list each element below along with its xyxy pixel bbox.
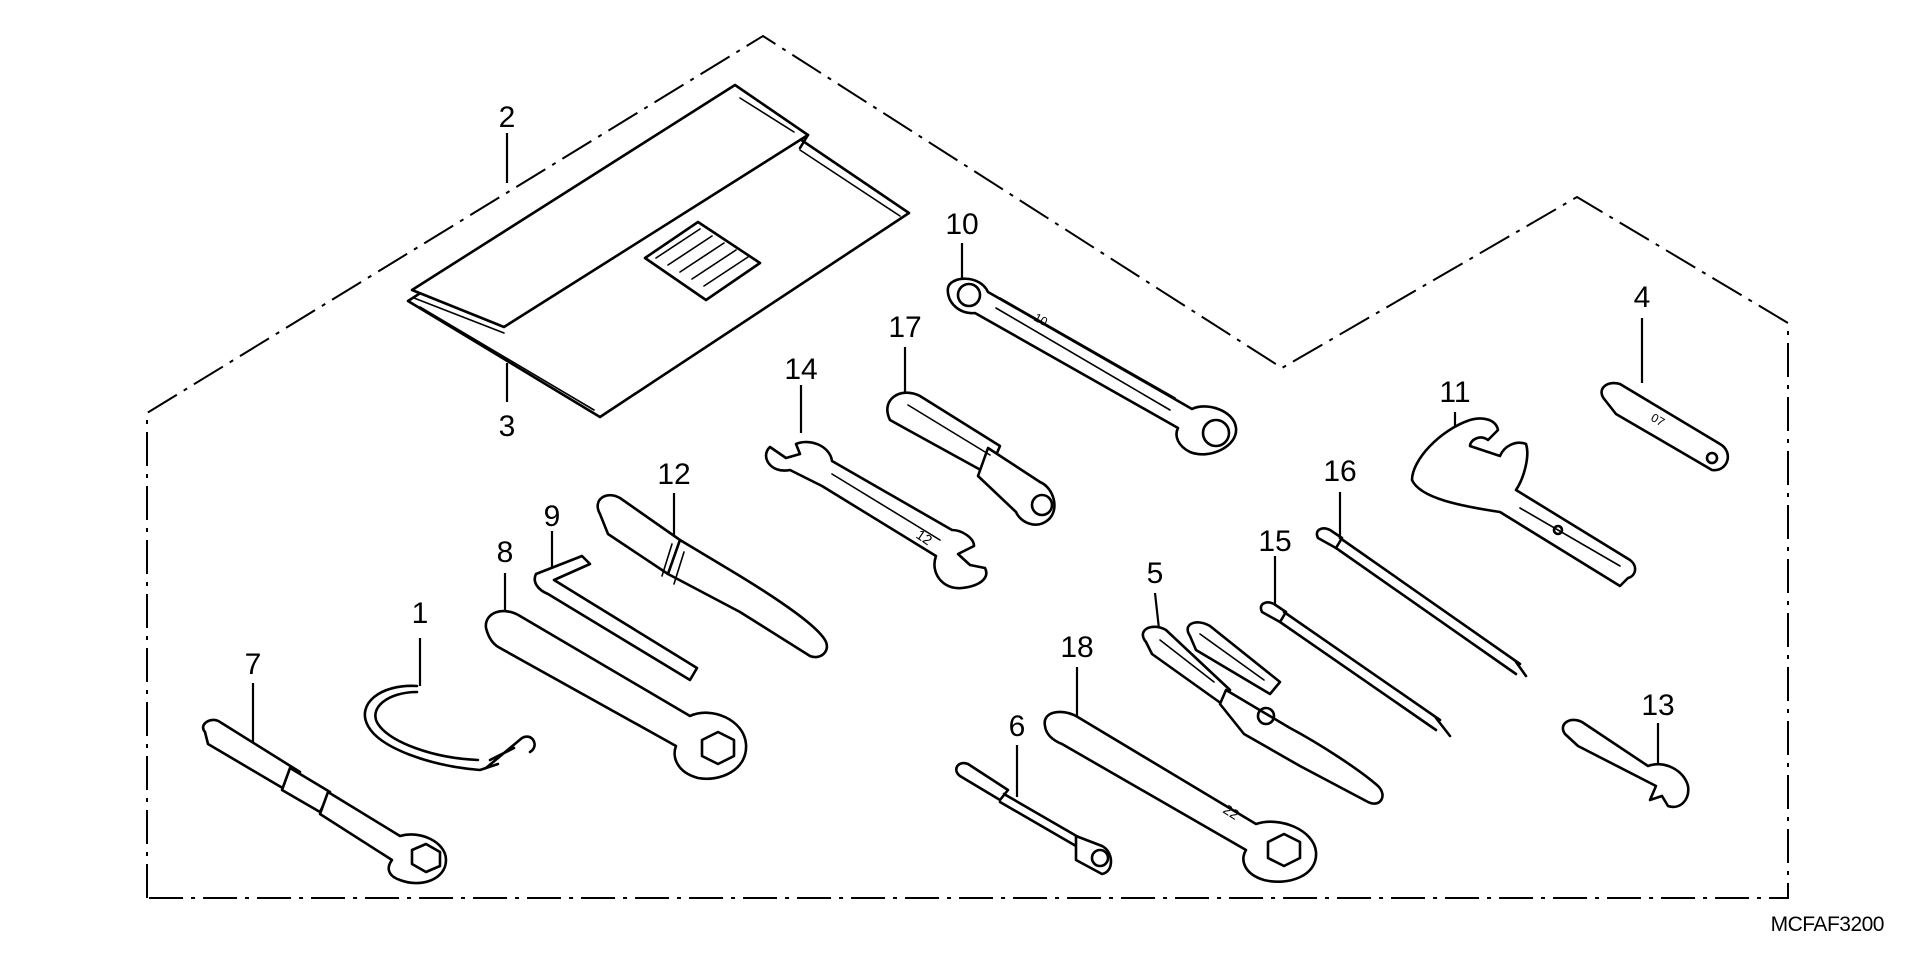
callout-14: 14	[784, 353, 818, 386]
cable-1	[363, 684, 536, 772]
callout-18: 18	[1060, 631, 1094, 664]
callout-7: 7	[244, 648, 262, 681]
spanner-4-mark: 07	[1649, 410, 1668, 429]
screwdriver-15	[1259, 601, 1452, 738]
callout-17: 17	[888, 311, 922, 344]
box-wrench-10: 10	[946, 277, 1238, 456]
callout-9: 9	[543, 500, 561, 533]
callout-2: 2	[498, 101, 516, 134]
open-wrench-14: 12	[764, 440, 988, 590]
extension-handle-12	[596, 493, 829, 659]
callout-4: 4	[1633, 281, 1651, 314]
spanner-4: 07	[1600, 381, 1730, 472]
callout-6: 6	[1008, 710, 1026, 743]
screwdriver-handle-17	[886, 391, 1056, 526]
box-wrench-8	[484, 609, 748, 781]
callout-12: 12	[657, 458, 691, 491]
callout-11: 11	[1439, 376, 1471, 409]
tool-bag	[406, 83, 911, 419]
wrench-10-size-mark: 10	[1032, 310, 1051, 329]
socket-6	[955, 761, 1113, 876]
diagram-code: MCFAF3200	[1770, 913, 1885, 936]
hex-key-9	[533, 554, 699, 682]
wrench-14-size-mark: 12	[913, 526, 935, 548]
pin-spanner-11	[1410, 417, 1637, 588]
callout-1: 1	[411, 597, 429, 630]
spark-plug-wrench-7	[201, 718, 448, 885]
callout-5: 5	[1146, 557, 1164, 590]
callout-15: 15	[1258, 525, 1292, 558]
callout-10: 10	[945, 208, 979, 241]
kit-boundary	[146, 34, 1789, 899]
callout-13: 13	[1641, 689, 1675, 722]
pliers-5	[1141, 621, 1384, 805]
callout-8: 8	[496, 536, 514, 569]
wrench-18-size-mark: 22	[1220, 801, 1242, 823]
callout-16: 16	[1323, 455, 1357, 488]
box-wrench-18: 22	[1043, 710, 1318, 883]
open-wrench-13	[1561, 718, 1690, 809]
callout-3: 3	[498, 410, 516, 443]
screwdriver-16	[1315, 527, 1528, 678]
